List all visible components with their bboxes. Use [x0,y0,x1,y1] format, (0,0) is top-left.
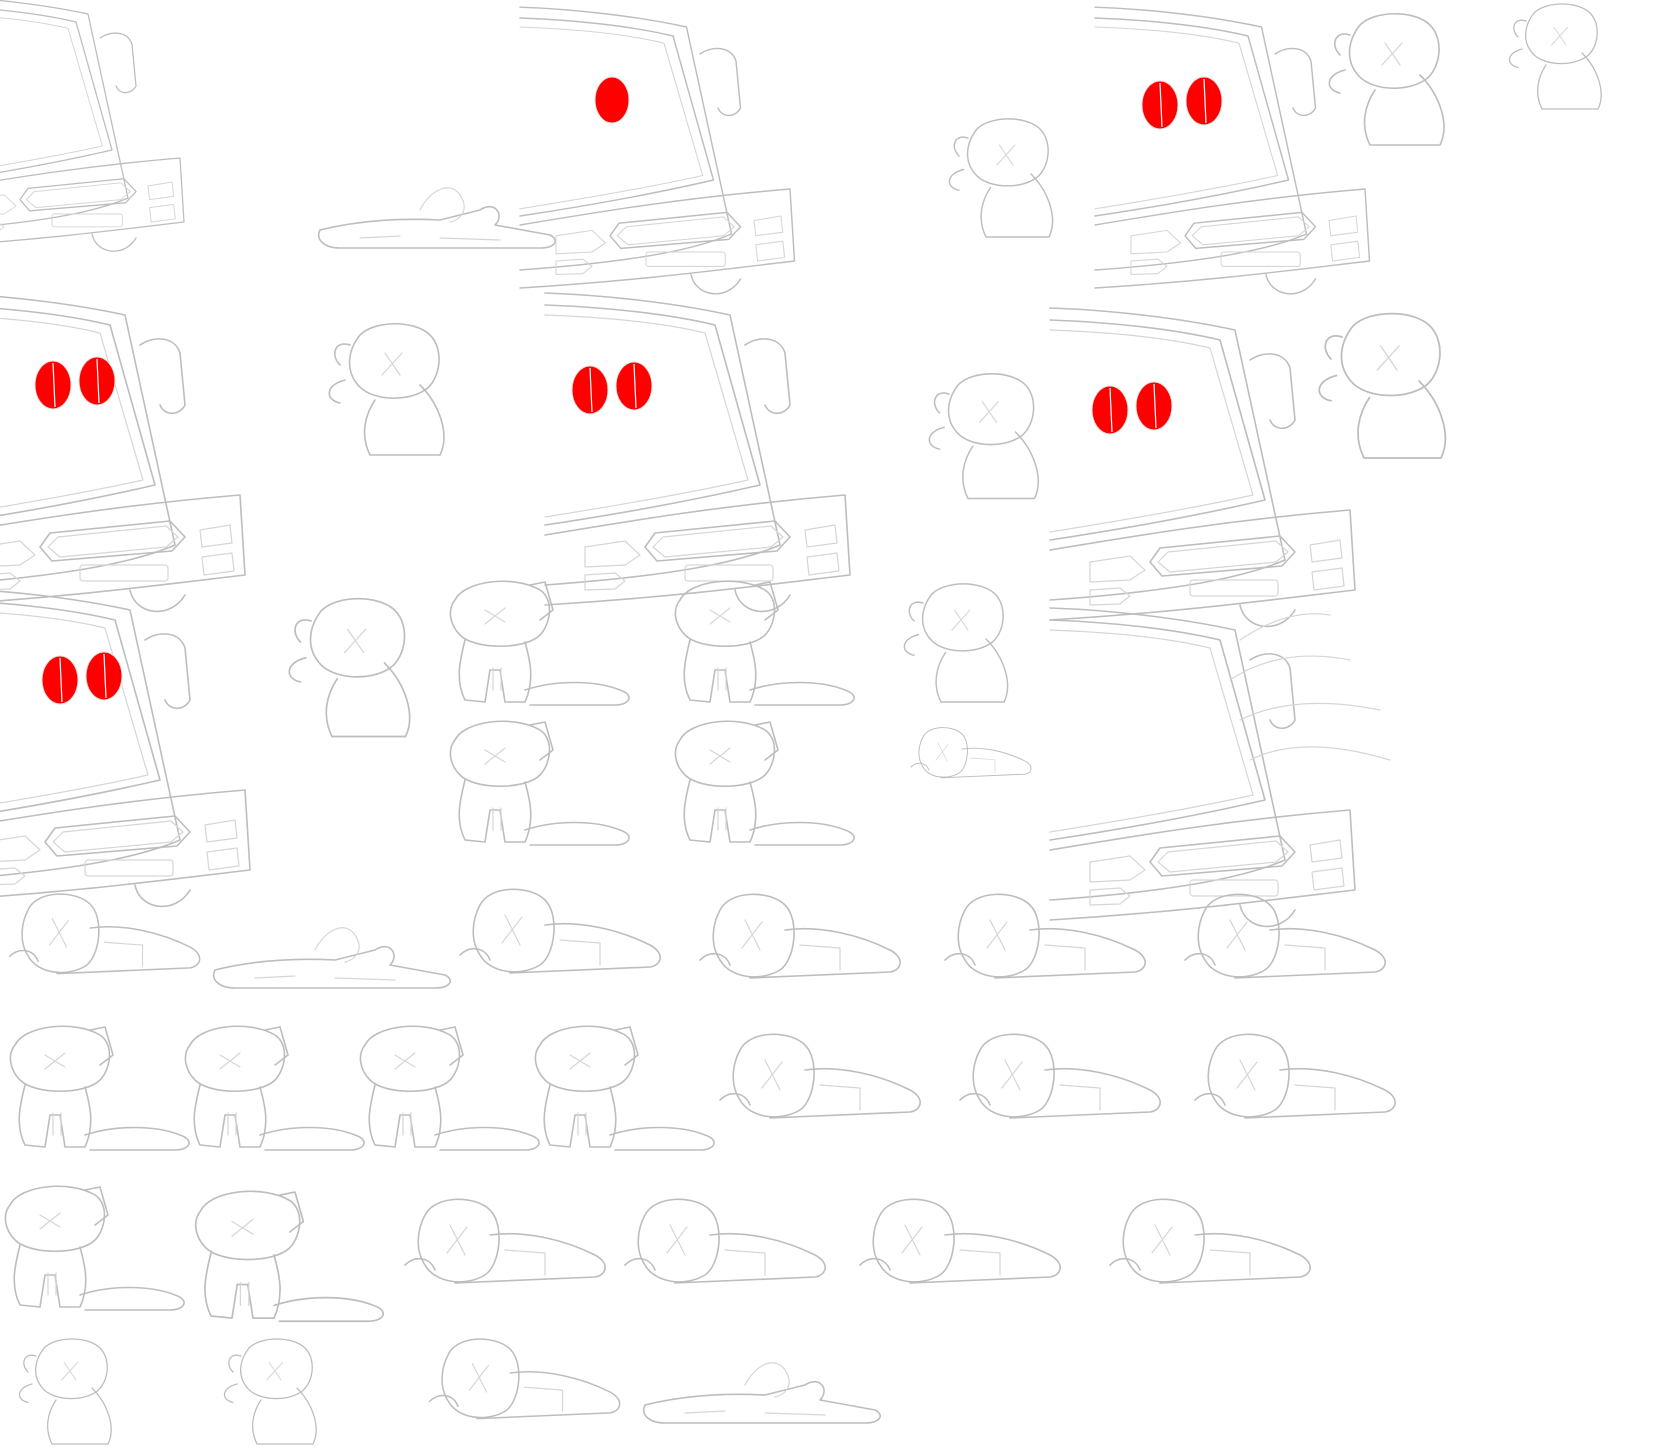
sprite-car-eyes-4 [1049,307,1447,628]
sprite-row7-3 [428,1338,621,1420]
sprite-row4-4 [699,893,901,979]
sprite-car-eyes-hand [1094,6,1445,295]
sprite-row7-4 [642,1361,882,1424]
sprite-flat-lying [317,186,557,249]
sprite-row4-5 [944,893,1146,979]
sprite-sitter-3 [449,720,630,846]
sprite-row5-1 [9,1025,190,1151]
sprite-row6-1 [4,1185,185,1311]
sprite-row6-6 [1109,1198,1311,1284]
sprite-car-dissolve [1049,607,1391,928]
sprite-car-eyes-5 [0,587,411,908]
sprite-car-eyes-2 [0,292,246,613]
sprite-car-eyes-3 [544,292,851,613]
sprite-row4-1 [8,893,201,975]
sprite-sitter-2 [674,580,855,706]
sprite-sitter-1 [449,580,630,706]
sprite-row5-2 [184,1025,365,1151]
sprite-row7-2 [223,1338,317,1445]
sprite-row5-7 [1194,1033,1396,1119]
sprite-row5-5 [719,1033,921,1119]
sprite-row6-2 [194,1190,385,1323]
sprite-row6-5 [859,1198,1061,1284]
sprite-row4-2 [212,926,452,989]
sprite-row5-6 [959,1033,1161,1119]
sprite-row6-3 [404,1198,606,1284]
sprite-row5-3 [359,1025,540,1151]
sprite-lyer-1 [903,583,1009,703]
sprite-bender-2 [328,322,445,456]
sprite-row4-3 [459,888,661,974]
sprite-row6-4 [624,1198,826,1284]
sprite-lyer-2 [910,727,1032,779]
sprite-sitter-4 [674,720,855,846]
sprite-car-intro [0,0,185,252]
sprite-car-one-eye [519,6,796,295]
sprite-row7-1 [18,1338,112,1445]
sprite-bender-corner [1508,3,1602,110]
sprite-row5-4 [534,1025,715,1151]
sprite-bender-1 [948,118,1054,238]
sprite-bender-3 [928,373,1039,500]
